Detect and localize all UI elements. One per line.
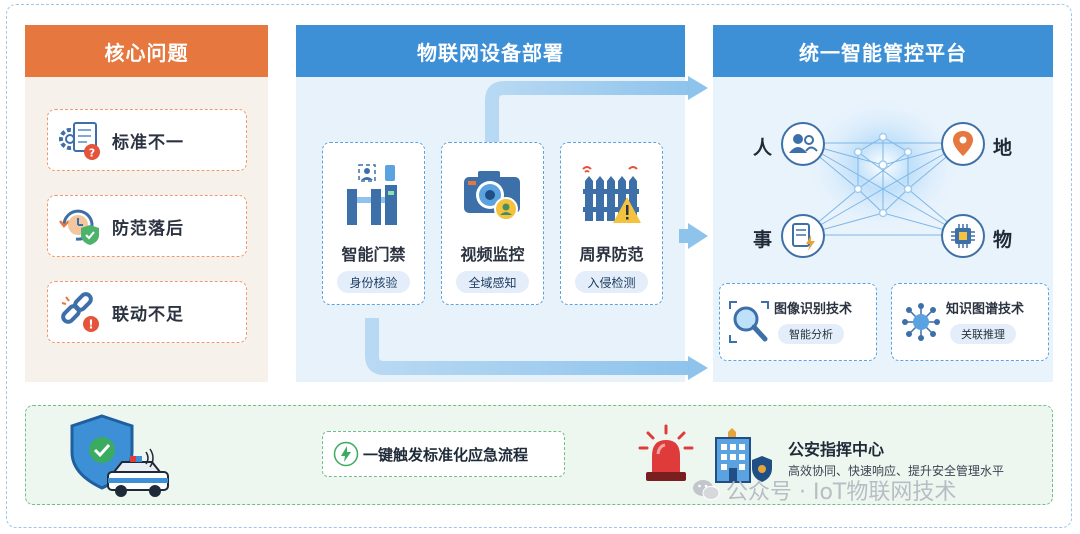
tech-tag: 关联推理 <box>950 324 1016 344</box>
watermark-text: 公众号 · IoT物联网技术 <box>726 480 957 505</box>
magnifier-icon <box>726 294 772 350</box>
police-building-icon <box>710 426 776 486</box>
camera-icon <box>442 157 543 233</box>
device-label: 视频监控 <box>460 245 525 264</box>
problems-title: 核心问题 <box>25 25 268 77</box>
problem-label: 防范落后 <box>112 218 184 239</box>
problem-card-prevention: 防范落后 <box>47 195 247 257</box>
node-person: 人 <box>753 137 773 159</box>
problems-panel: 核心问题 ? 标准不一 <box>25 25 268 382</box>
alarm-siren-icon <box>638 424 694 486</box>
platform-title: 统一智能管控平台 <box>713 25 1053 77</box>
devices-panel: 物联网设备部署 智能门禁 身份核验 <box>296 25 685 382</box>
watermark: 公众号 · IoT物联网技术 <box>692 474 956 506</box>
tech-label: 图像识别技术 <box>774 302 853 317</box>
broken-link-icon: ! <box>48 281 112 343</box>
device-card-access: 智能门禁 身份核验 <box>322 142 425 305</box>
device-card-perimeter: 周界防范 入侵检测 <box>560 142 663 305</box>
brain-network-icon <box>898 294 944 350</box>
device-tag: 全域感知 <box>456 271 529 293</box>
fence-alert-icon <box>561 157 662 233</box>
knowledge-network <box>802 95 964 236</box>
problem-label: 标准不一 <box>112 132 184 153</box>
lightning-icon <box>333 441 359 467</box>
wechat-icon <box>692 478 720 502</box>
location-pin-icon <box>940 121 986 167</box>
device-label: 周界防范 <box>579 245 644 264</box>
tech-card-image-recognition: 图像识别技术 智能分析 <box>719 283 877 361</box>
problem-card-linkage: ! 联动不足 <box>47 281 247 343</box>
node-event: 事 <box>753 229 773 251</box>
access-gate-icon <box>323 157 424 233</box>
emergency-flow-label: 一键触发标准化应急流程 <box>363 445 529 464</box>
devices-title: 物联网设备部署 <box>296 25 685 77</box>
response-panel: 一键触发标准化应急流程 <box>25 405 1053 505</box>
problem-label: 联动不足 <box>112 304 184 325</box>
device-tag: 入侵检测 <box>575 271 648 293</box>
clock-shield-icon <box>48 195 112 257</box>
device-tag: 身份核验 <box>337 271 410 293</box>
node-place: 地 <box>993 137 1013 159</box>
tech-label: 知识图谱技术 <box>946 302 1025 317</box>
problem-card-standards: ? 标准不一 <box>47 109 247 171</box>
svg-text:?: ? <box>89 147 95 160</box>
platform-panel: 统一智能管控平台 <box>713 25 1053 382</box>
tech-tag: 智能分析 <box>778 324 844 344</box>
people-icon <box>780 121 826 167</box>
document-bolt-icon <box>780 213 826 259</box>
chip-icon <box>940 213 986 259</box>
shield-police-car-icon <box>66 412 174 502</box>
emergency-flow-button[interactable]: 一键触发标准化应急流程 <box>322 431 565 477</box>
outer-frame <box>6 4 1072 528</box>
device-card-camera: 视频监控 全域感知 <box>441 142 544 305</box>
document-gear-icon: ? <box>48 109 112 171</box>
svg-text:!: ! <box>88 318 93 332</box>
tech-card-knowledge-graph: 知识图谱技术 关联推理 <box>891 283 1049 361</box>
node-thing: 物 <box>993 229 1013 251</box>
command-center-description: 高效协同、快速响应、提升安全管理水平 <box>788 464 1005 478</box>
command-center-title: 公安指挥中心 <box>788 440 885 459</box>
device-label: 智能门禁 <box>341 245 406 264</box>
